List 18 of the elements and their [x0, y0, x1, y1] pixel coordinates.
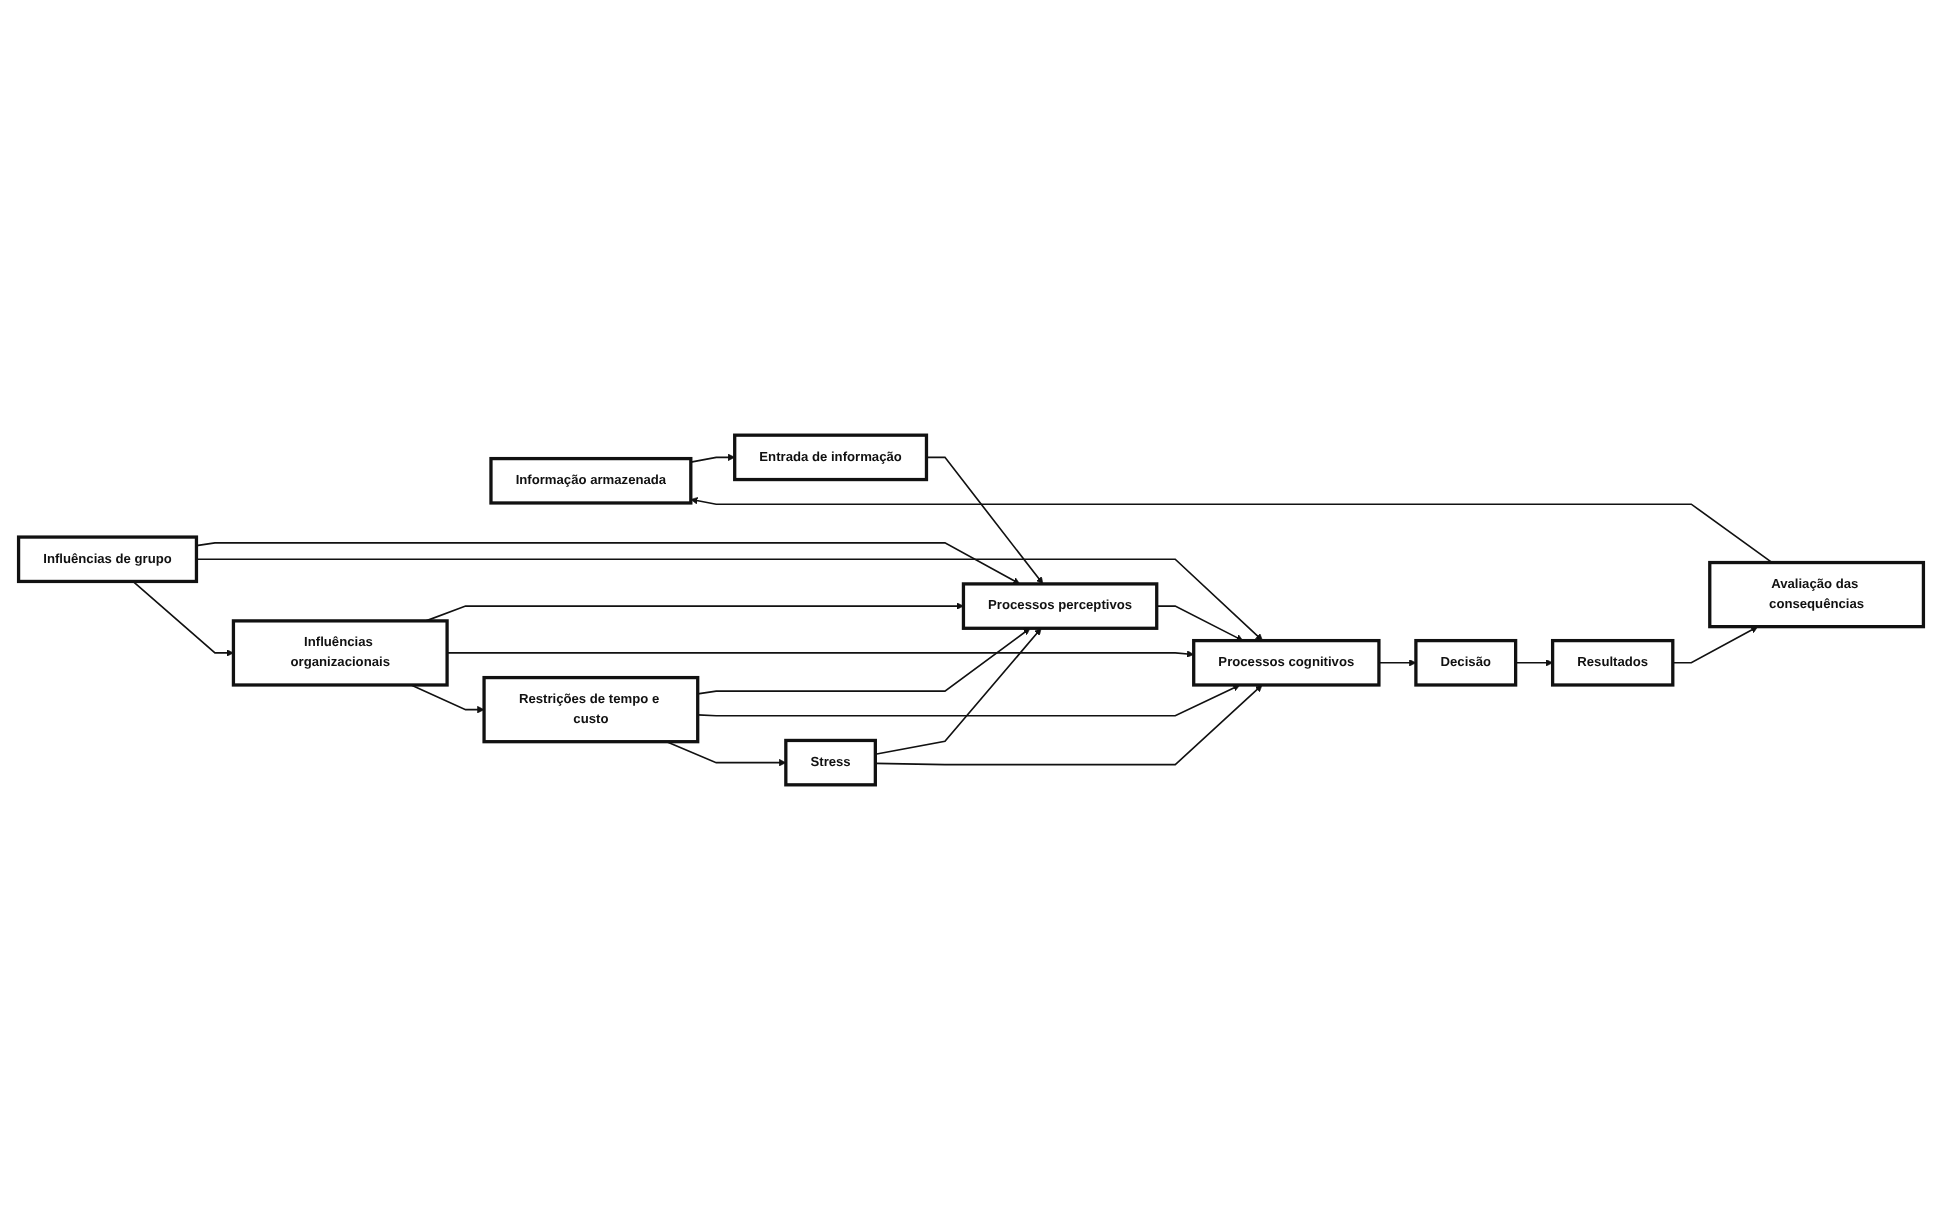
arrow — [1155, 605, 1244, 641]
arrow — [1514, 659, 1553, 667]
arrow — [665, 740, 787, 767]
arrow — [690, 453, 736, 463]
arrow — [874, 684, 1263, 766]
arrow — [696, 627, 1031, 695]
arrow — [874, 627, 1042, 756]
arrow — [696, 684, 1241, 717]
arrow — [925, 456, 1044, 585]
arrow — [1378, 659, 1417, 667]
arrow — [690, 497, 1773, 564]
arrow — [132, 580, 234, 657]
arrow — [195, 542, 1021, 585]
arrow — [1671, 626, 1759, 664]
arrow — [446, 650, 1195, 658]
arrow — [195, 558, 1263, 641]
arrow — [410, 684, 485, 714]
arrow — [425, 602, 964, 622]
